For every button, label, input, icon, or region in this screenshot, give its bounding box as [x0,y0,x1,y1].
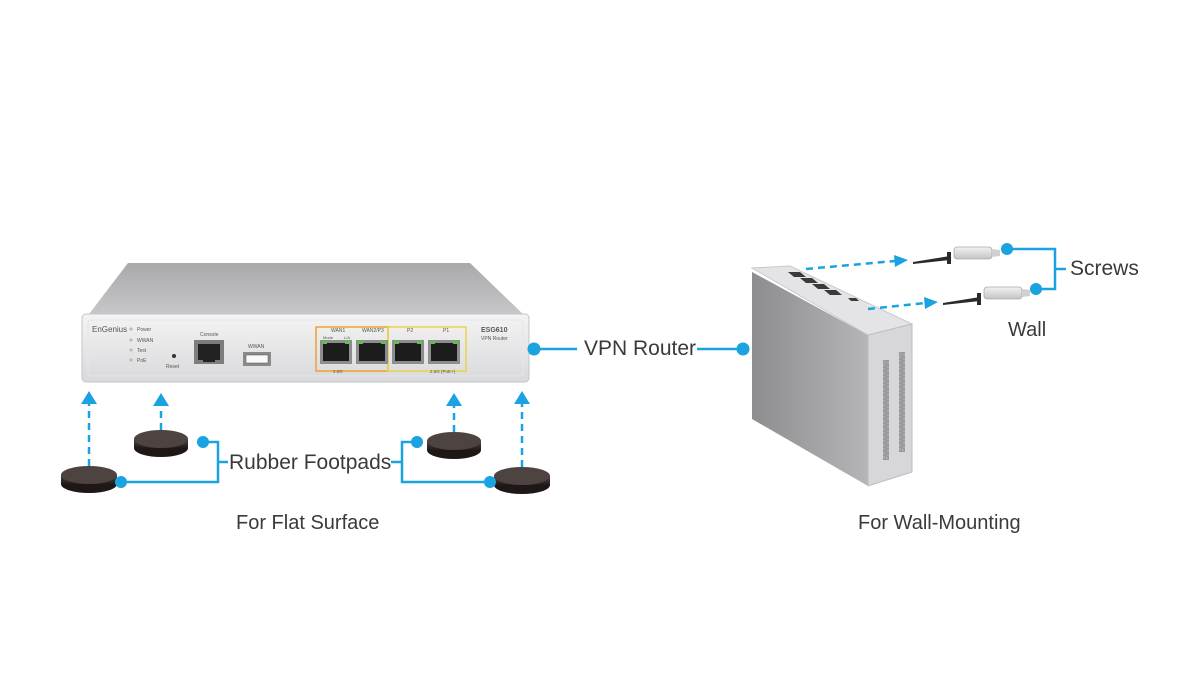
edge-ports [788,272,859,301]
footpad-front-right [494,467,550,494]
speed-label-left: 2.5G [333,369,343,374]
callout-dot-icons [115,436,496,488]
reset-hole-icon [172,354,176,358]
model-label: ESG610 [481,327,508,334]
ethernet-port-4 [428,340,460,364]
power-led-icon [129,327,133,331]
led-label-power: Power [137,327,152,333]
wwan-led-icon [129,338,133,342]
screws-dot-top [1001,243,1013,255]
screw-bottom [943,286,1030,305]
port-label-p1: P1 [443,328,449,334]
screw-arrows [805,259,926,311]
router-wall-mount-view [750,265,914,487]
flat-surface-caption: For Flat Surface [236,512,380,534]
vent-grille [883,352,905,460]
screws-dot-bottom [1030,283,1042,295]
vpn-callout-dot-right [736,342,750,356]
wall-anchor-bottom [983,286,1023,300]
brand-logo-text: EnGenius [92,325,127,334]
port-label-wan2: WAN2/P3 [362,328,384,334]
vpn-router-label: VPN Router [584,337,697,360]
wwan-port-label: WWAN [248,344,265,350]
port-label-la: L/A [344,335,350,340]
wall-anchor-top [953,246,993,260]
router-top-panel [86,263,527,318]
vpn-callout-dot-left [527,342,541,356]
arrowhead-icons [81,391,530,406]
port-label-p2: P2 [407,328,413,334]
router-front-view: EnGenius Power WWAN Test PoE Reset Conso… [81,263,530,383]
ethernet-port-1 [320,340,352,364]
placement-arrows [87,402,524,467]
footpad-back-left [134,430,188,457]
test-led-icon [129,348,133,352]
ethernet-port-2 [356,340,388,364]
footpad-back-right [427,432,481,459]
screws-callout-lines [1007,247,1066,291]
port-label-wan1: WAN1 [331,328,345,334]
router-bottom-face [752,272,868,486]
model-subtitle: VPN Router [481,336,508,342]
rubber-footpads-label: Rubber Footpads [229,451,392,474]
router-front-panel [81,313,530,383]
speed-label-right: 2.5G (PoE+) [430,369,456,374]
console-label: Console [200,332,219,338]
led-label-wwan: WWAN [137,338,154,344]
poe-led-icon [129,358,133,362]
ethernet-port-3 [392,340,424,364]
led-label-poe: PoE [137,358,147,364]
wall-mounting-caption: For Wall-Mounting [858,512,1021,534]
led-label-test: Test [137,348,147,354]
footpad-front-left [61,466,117,493]
wall-label: Wall [1008,319,1047,341]
screw-arrowhead-icons [894,255,938,309]
footpad-callout-lines [121,440,490,484]
router-side-face [867,323,913,487]
screws-label: Screws [1070,257,1139,280]
reset-label: Reset [166,364,180,370]
port-label-mode: Mode [323,335,334,340]
rubber-footpad-set [61,430,550,494]
status-led-group: Power WWAN Test PoE [129,327,154,364]
screw-top [913,246,1000,264]
